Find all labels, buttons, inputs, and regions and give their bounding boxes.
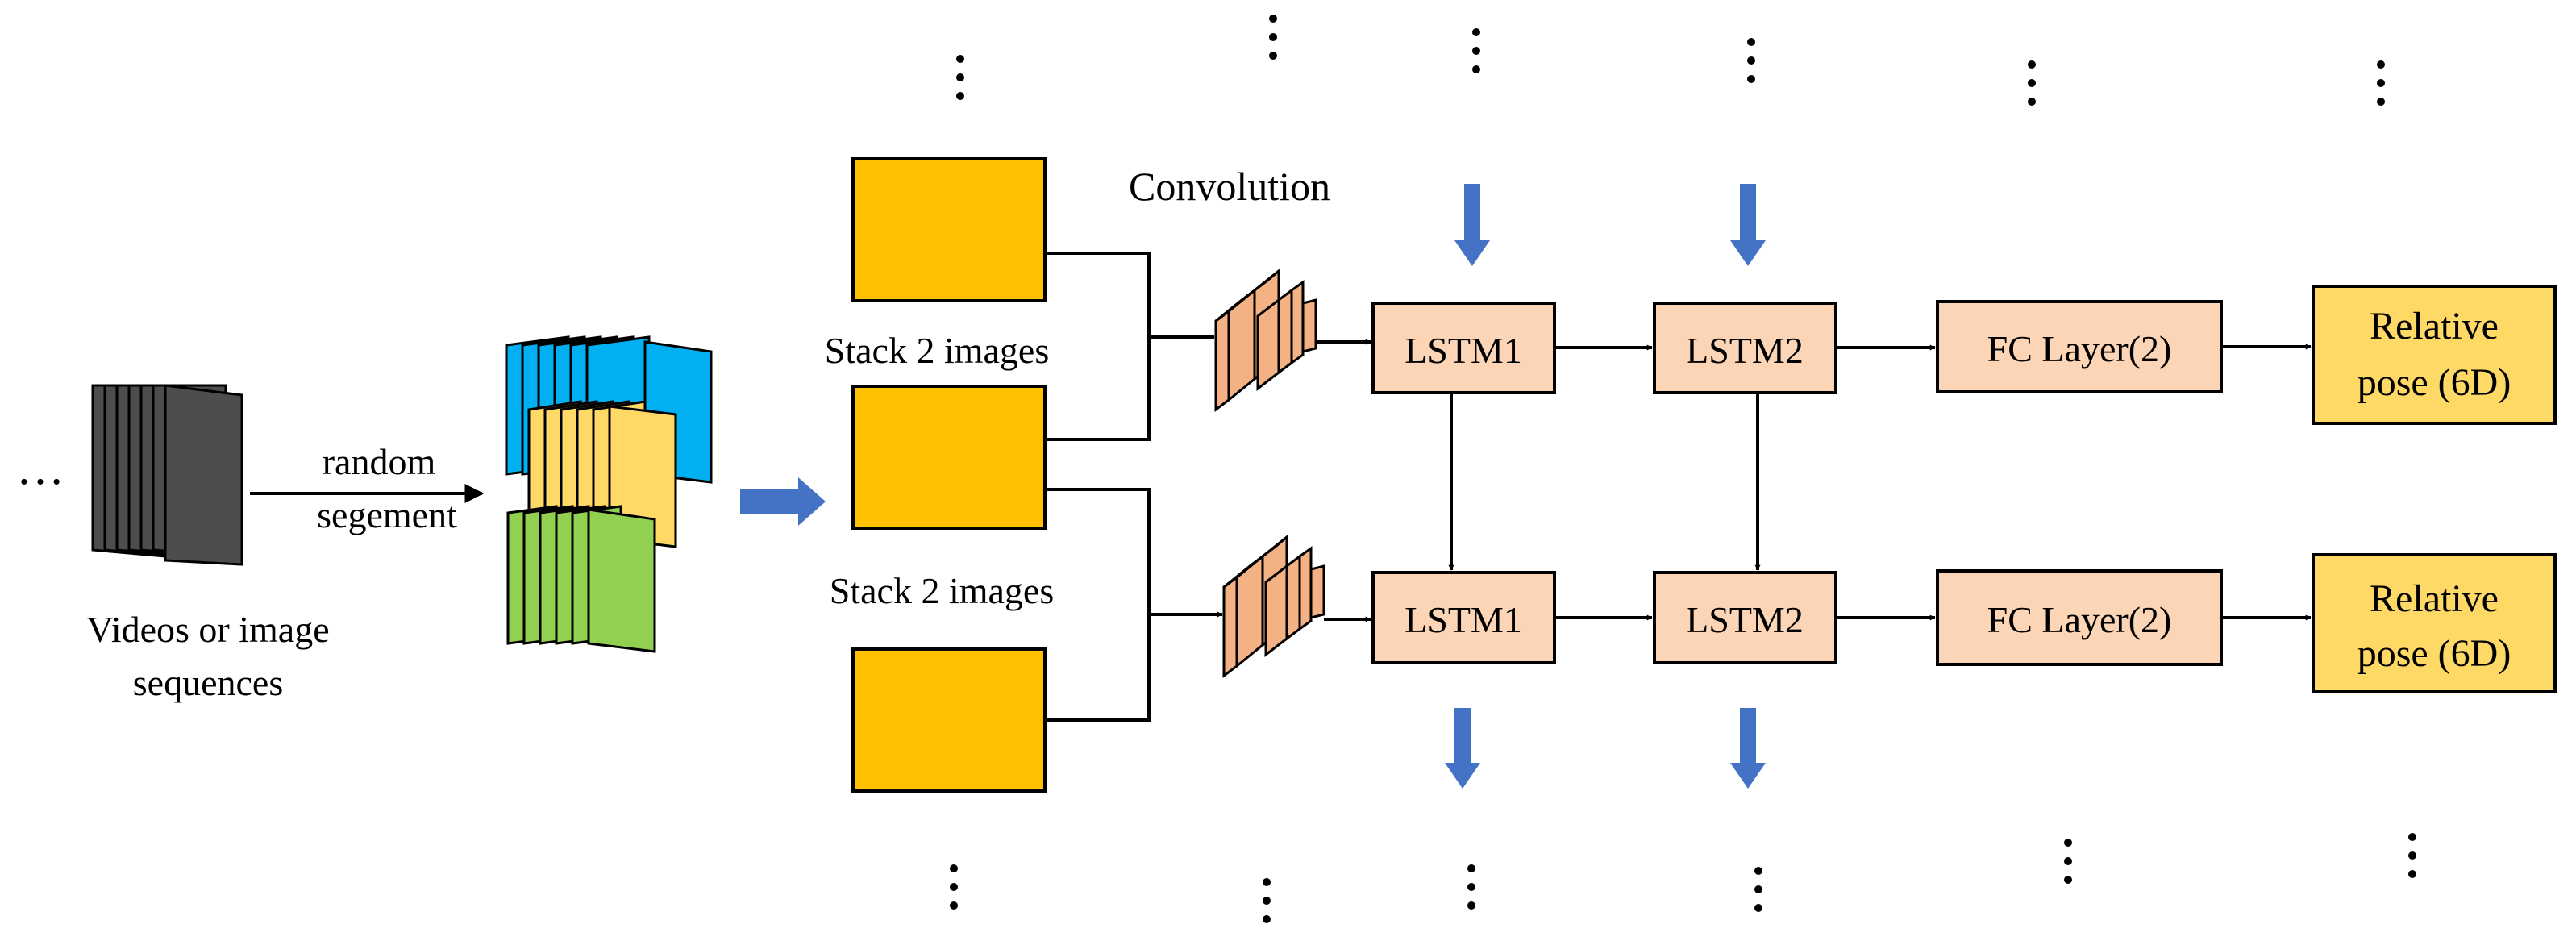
stack-label-bottom: Stack 2 images [830,570,1055,611]
stack-connector-bottom [1045,488,1223,722]
fc-label-bottom: FC Layer(2) [1987,599,2172,640]
convolution-label: Convolution [1129,164,1330,209]
random-label: random [323,441,436,482]
recurrent-arrow-lstm1-top [1454,184,1490,266]
pose-label-bottom-2: pose (6D) [2358,632,2511,675]
recurrent-arrow-lstm2-top [1730,184,1766,266]
image-box-3 [851,647,1047,793]
pose-label-bottom-1: Relative [2370,577,2499,620]
pose-box-bottom [2312,553,2557,693]
videos-label: Videos or image [86,609,329,650]
input-ellipsis: … [16,441,65,494]
lstm1-label-top: LSTM1 [1405,330,1522,371]
image-box-2 [851,385,1047,530]
lstm1-label-bottom: LSTM1 [1405,599,1522,640]
lstm2-label-top: LSTM2 [1686,330,1804,371]
stack-connector-top [1045,252,1215,441]
recurrent-arrow-lstm1-bottom [1445,708,1480,789]
blue-flow-arrow [740,477,826,526]
segment-green-stack [506,505,656,653]
image-box-1 [851,157,1047,302]
vertical-ellipsis-markers [950,15,2416,923]
pose-box-top [2312,285,2557,425]
stack-label-top: Stack 2 images [825,330,1050,371]
video-frames-stack [91,384,243,566]
recurrent-arrow-lstm2-bottom [1730,708,1766,789]
segement-label: segement [317,494,457,535]
lstm2-label-bottom: LSTM2 [1686,599,1804,640]
pose-label-top-2: pose (6D) [2358,361,2511,404]
lstm2-box-bottom [1653,571,1837,664]
pose-label-top-1: Relative [2370,305,2499,348]
fc-label-top: FC Layer(2) [1987,328,2172,369]
conv-block-top [1214,268,1317,412]
lstm1-box-top [1371,302,1556,394]
fc-box-top [1936,300,2223,393]
sequences-label: sequences [133,662,283,703]
conv-block-bottom [1222,534,1325,678]
